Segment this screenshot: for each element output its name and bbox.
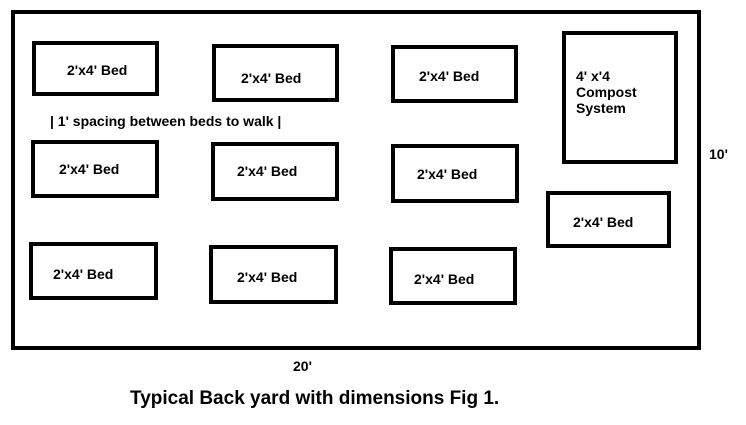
width-dimension: 20' <box>293 358 312 374</box>
bed-label: 2'x4' Bed <box>237 269 298 285</box>
bed-label: 2'x4' Bed <box>573 214 634 230</box>
garden-bed: 2'x4' Bed <box>546 191 671 248</box>
yard-outline <box>11 10 701 350</box>
bed-label: 2'x4' Bed <box>53 266 114 282</box>
garden-bed: 2'x4' Bed <box>32 41 159 96</box>
garden-bed: 2'x4' Bed <box>212 44 339 102</box>
bed-label: 2'x4' Bed <box>67 62 128 78</box>
figure-caption: Typical Back yard with dimensions Fig 1. <box>130 388 500 409</box>
bed-label: 2'x4' Bed <box>241 70 302 86</box>
garden-bed: 2'x4' Bed <box>209 245 338 304</box>
bed-label: 2'x4' Bed <box>237 163 298 179</box>
garden-bed: 2'x4' Bed <box>31 140 159 198</box>
garden-bed: 2'x4' Bed <box>391 45 518 103</box>
bed-label: 2'x4' Bed <box>417 166 478 182</box>
garden-bed: 2'x4' Bed <box>391 144 519 203</box>
spacing-note: | 1' spacing between beds to walk | <box>50 113 282 129</box>
garden-bed: 2'x4' Bed <box>389 247 517 305</box>
bed-label: 2'x4' Bed <box>419 68 480 84</box>
compost-system: 4' x'4 Compost System <box>562 31 678 164</box>
height-dimension: 10' <box>709 146 728 162</box>
garden-bed: 2'x4' Bed <box>211 142 339 201</box>
bed-label: 2'x4' Bed <box>414 271 475 287</box>
compost-label: 4' x'4 Compost System <box>576 68 637 116</box>
garden-bed: 2'x4' Bed <box>29 242 158 300</box>
bed-label: 2'x4' Bed <box>59 161 120 177</box>
